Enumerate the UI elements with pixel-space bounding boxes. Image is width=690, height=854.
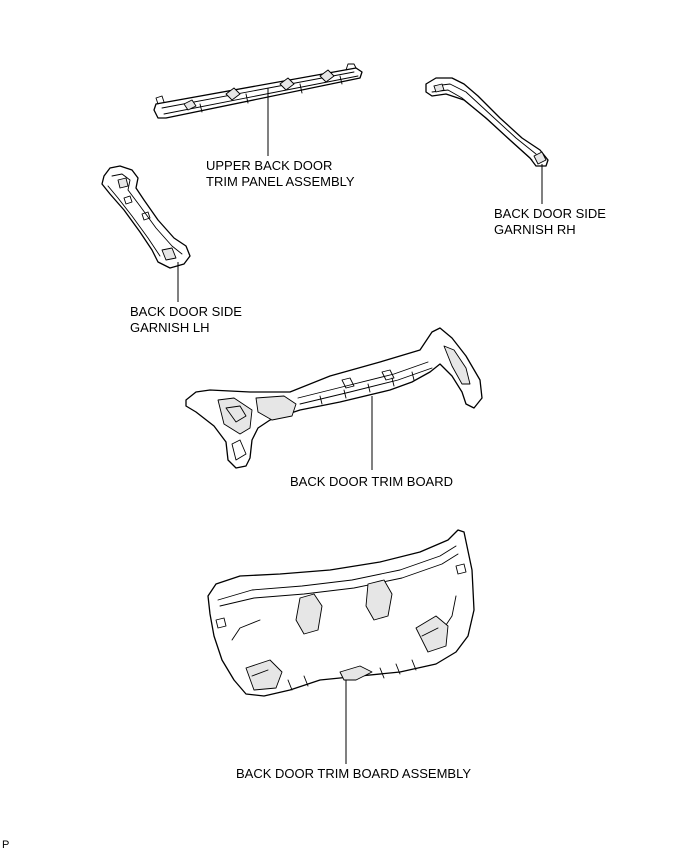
label-line: BACK DOOR SIDE <box>130 304 242 319</box>
back-door-side-garnish-lh-drawing <box>101 165 191 269</box>
label-line: GARNISH RH <box>494 222 576 237</box>
label-back-door-trim-board: BACK DOOR TRIM BOARD <box>290 474 453 490</box>
upper-back-door-trim-panel-drawing <box>153 63 363 119</box>
label-back-door-trim-board-assembly: BACK DOOR TRIM BOARD ASSEMBLY <box>236 766 471 782</box>
label-line: BACK DOOR TRIM BOARD ASSEMBLY <box>236 766 472 781</box>
label-back-door-side-garnish-rh: BACK DOOR SIDE GARNISH RH <box>494 206 606 238</box>
figure-code: P <box>2 839 10 851</box>
label-line: TRIM PANEL ASSEMBLY <box>206 174 355 189</box>
label-upper-back-door-trim-panel: UPPER BACK DOOR TRIM PANEL ASSEMBLY <box>206 158 355 190</box>
back-door-trim-board-drawing <box>185 327 483 469</box>
label-back-door-side-garnish-lh: BACK DOOR SIDE GARNISH LH <box>130 304 242 336</box>
label-line: BACK DOOR SIDE <box>494 206 606 221</box>
label-line: UPPER BACK DOOR <box>206 158 333 173</box>
back-door-trim-board-assembly-drawing <box>207 529 475 697</box>
label-line: GARNISH LH <box>130 320 210 335</box>
label-line: BACK DOOR TRIM BOARD <box>290 474 454 489</box>
back-door-side-garnish-rh-drawing <box>425 77 549 167</box>
